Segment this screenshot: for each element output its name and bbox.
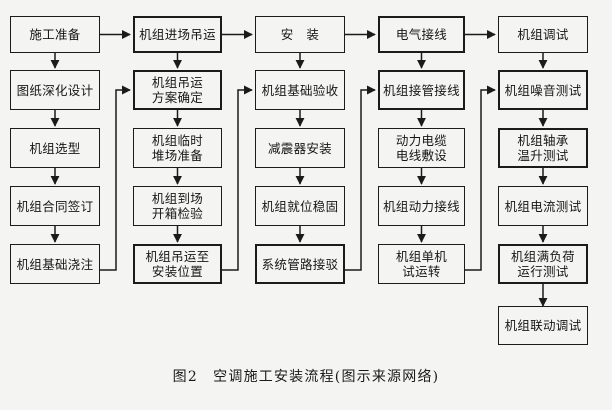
figure-caption: 图2 空调施工安装流程(图示来源网络) xyxy=(172,369,440,385)
node-col3-1[interactable]: 机组基础验收 xyxy=(255,70,345,110)
node-col5-5[interactable]: 机组联动调试 xyxy=(498,306,588,345)
node-col2-3[interactable]: 机组到场 开箱检验 xyxy=(133,186,222,226)
node-col3-4[interactable]: 系统管路接驳 xyxy=(255,244,345,284)
node-col5-4[interactable]: 机组满负荷 运行测试 xyxy=(498,244,588,284)
node-col5-2[interactable]: 机组轴承 温升测试 xyxy=(498,128,588,168)
node-col4-1[interactable]: 机组接管接线 xyxy=(378,70,465,110)
node-col2-2[interactable]: 机组临时 堆场准备 xyxy=(133,128,222,168)
edge-feedback-4 xyxy=(465,85,496,271)
node-col1-4[interactable]: 机组基础浇注 xyxy=(10,244,100,284)
node-col5-1[interactable]: 机组噪音测试 xyxy=(498,70,588,110)
node-col1-0[interactable]: 施工准备 xyxy=(10,16,100,53)
edge-feedback-2 xyxy=(222,85,253,271)
node-col3-2[interactable]: 减震器安装 xyxy=(255,128,345,168)
node-col4-4[interactable]: 机组单机 试运转 xyxy=(378,244,465,284)
node-col1-3[interactable]: 机组合同签订 xyxy=(10,186,100,226)
node-col2-1[interactable]: 机组吊运 方案确定 xyxy=(133,70,222,110)
edge-feedback-3 xyxy=(345,85,376,271)
node-col3-0[interactable]: 安 装 xyxy=(255,16,345,53)
node-col4-2[interactable]: 动力电缆 电线敷设 xyxy=(378,128,465,168)
node-col4-0[interactable]: 电气接线 xyxy=(378,16,465,53)
node-col2-4[interactable]: 机组吊运至 安装位置 xyxy=(133,244,222,284)
node-col1-1[interactable]: 图纸深化设计 xyxy=(10,70,100,110)
node-col4-3[interactable]: 机组动力接线 xyxy=(378,186,465,226)
node-col5-3[interactable]: 机组电流测试 xyxy=(498,186,588,226)
node-col1-2[interactable]: 机组选型 xyxy=(10,128,100,168)
edge-feedback-1 xyxy=(100,85,131,271)
node-col5-0[interactable]: 机组调试 xyxy=(498,16,588,53)
node-col3-3[interactable]: 机组就位稳固 xyxy=(255,186,345,226)
node-col2-0[interactable]: 机组进场吊运 xyxy=(133,16,222,53)
